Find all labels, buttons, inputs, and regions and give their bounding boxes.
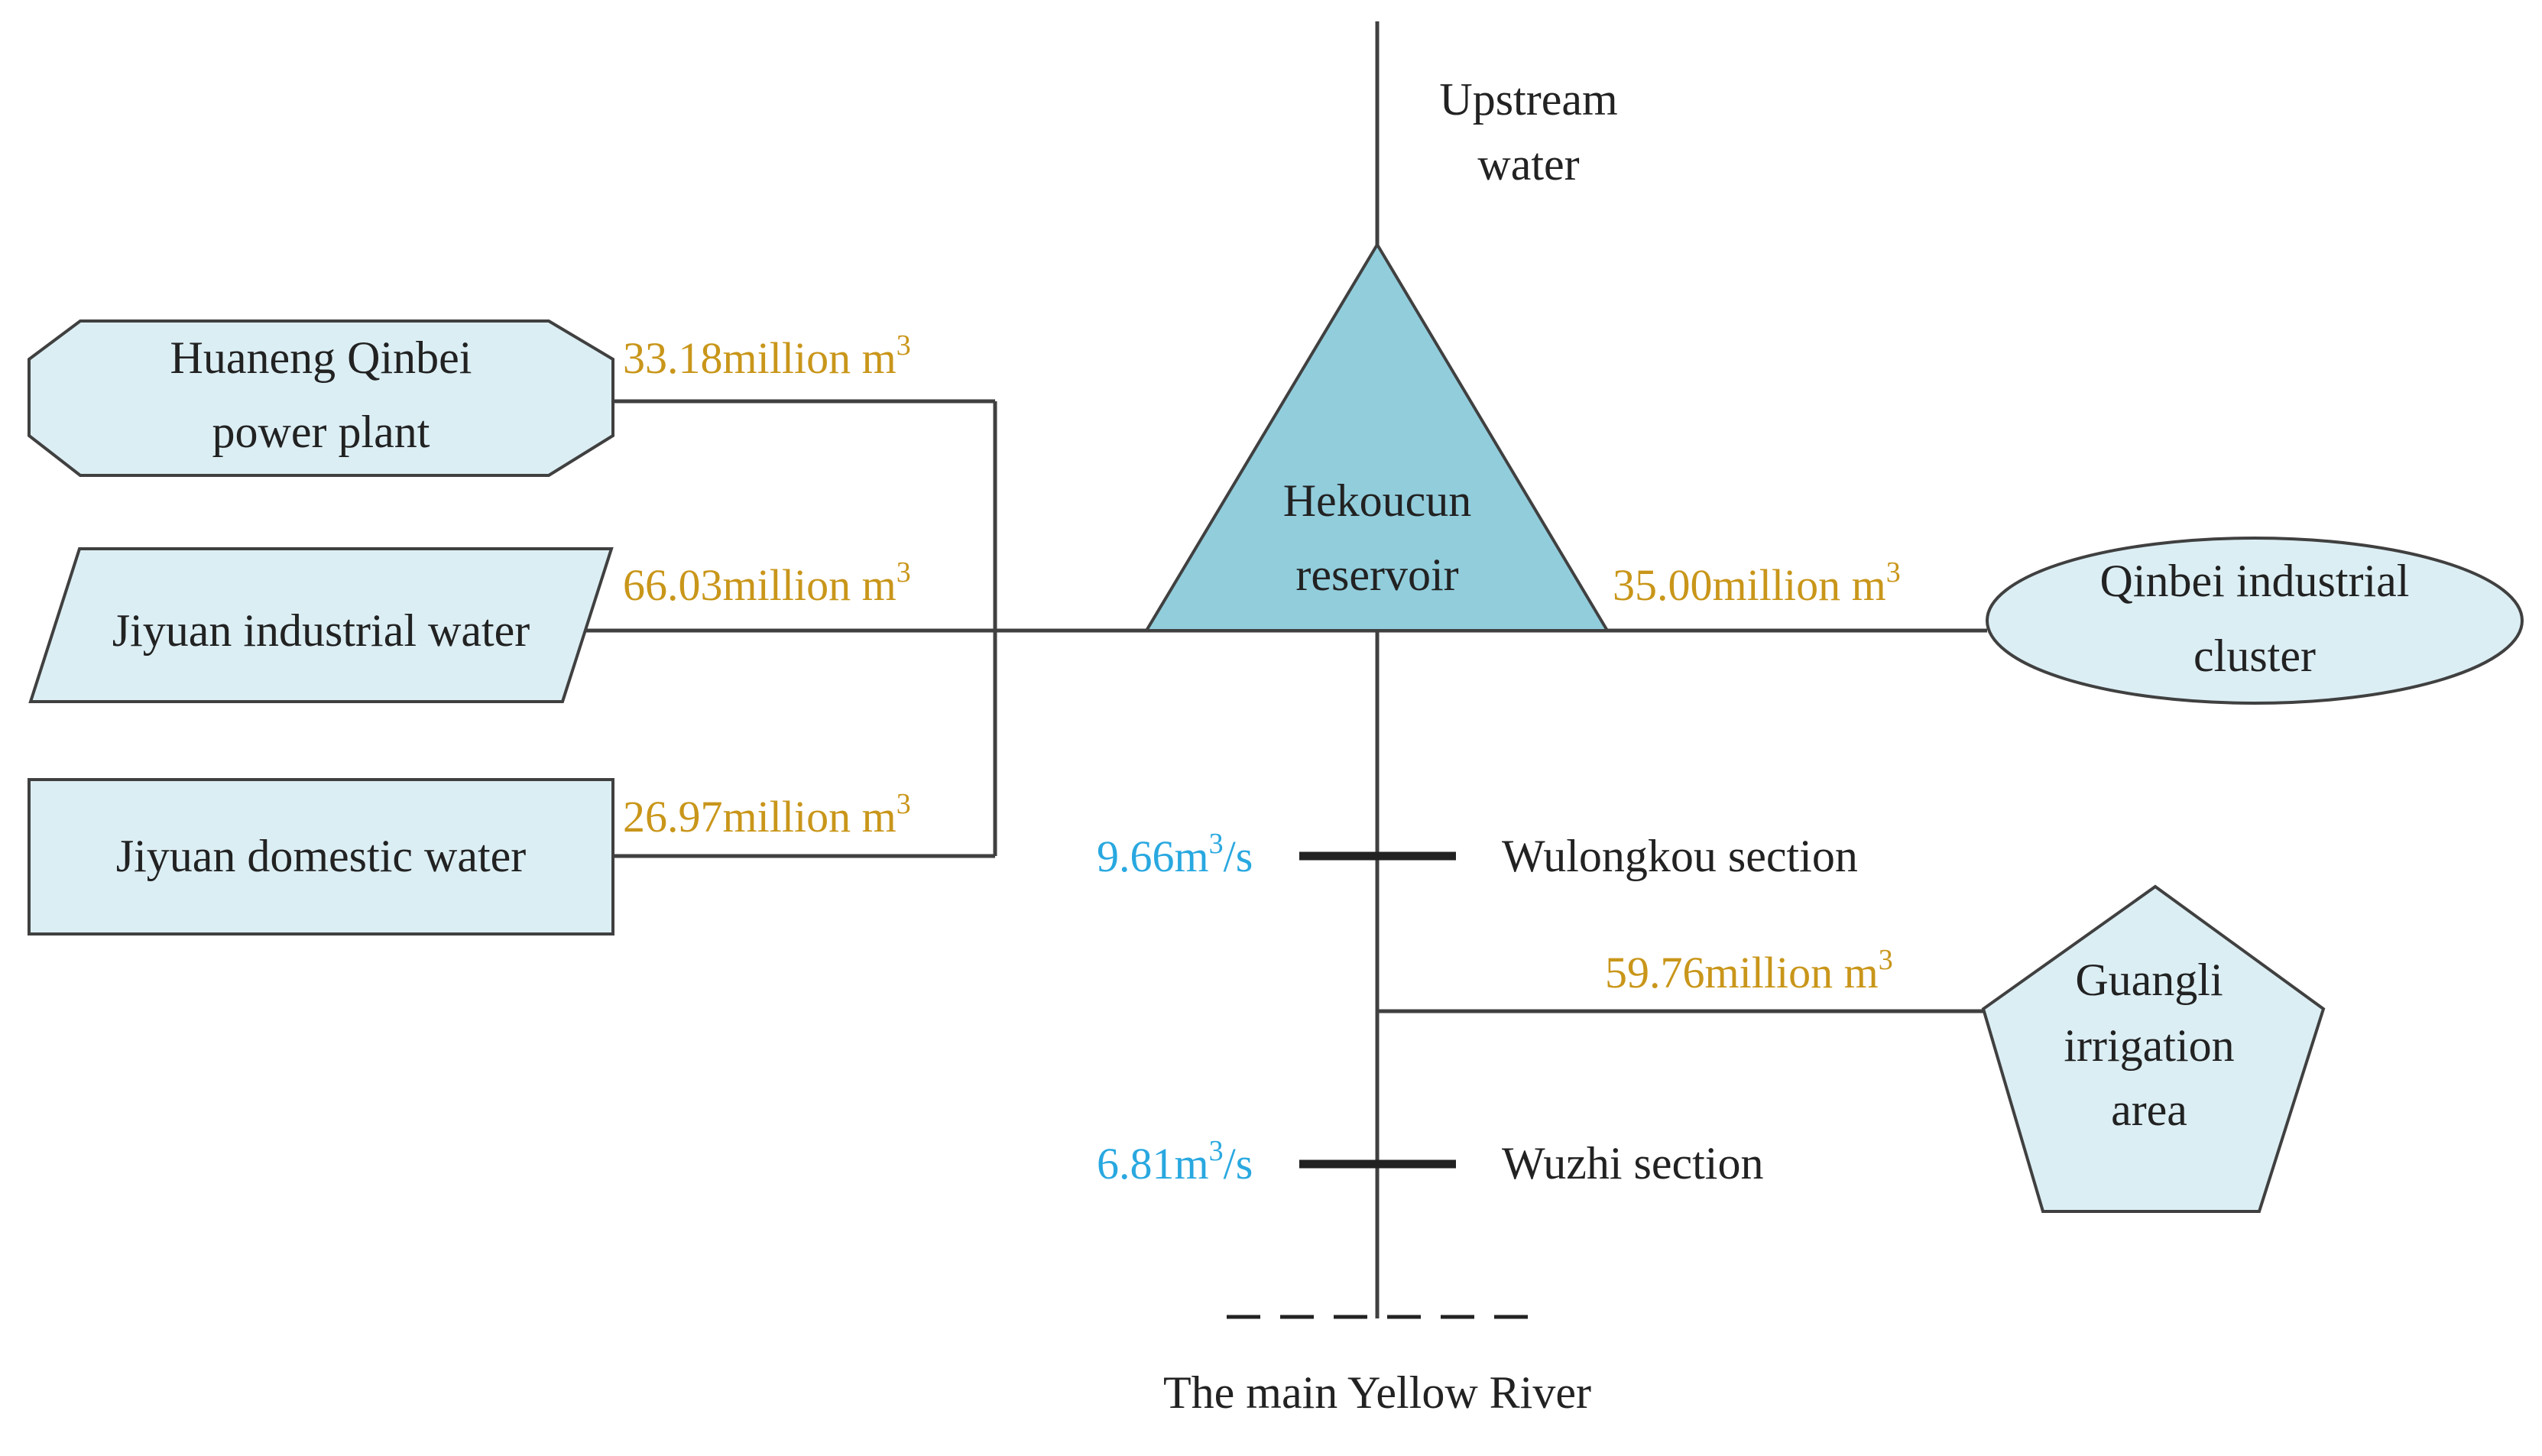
connector-lines	[585, 21, 1987, 1318]
yellow-river-label: The main Yellow River	[1163, 1367, 1591, 1418]
huaneng-volume-sup: 3	[897, 329, 911, 362]
wulongkou-discharge-value: 9.66m	[1097, 832, 1209, 881]
reservoir-label-line2: reservoir	[1295, 550, 1458, 600]
jiyuan-industrial-parallelogram	[28, 547, 614, 703]
guangli-volume-label: 59.76million m3	[1605, 944, 1893, 997]
huaneng-octagon	[28, 319, 614, 477]
jiyuan-industrial-label: Jiyuan industrial water	[112, 605, 530, 656]
wulongkou-section-label: Wulongkou section	[1502, 831, 1858, 881]
reservoir-label-line1: Hekoucun	[1283, 475, 1472, 526]
upstream-label-line1: Upstream	[1439, 74, 1617, 125]
wulongkou-discharge-sup: 3	[1209, 828, 1224, 860]
guangli-label-line2: irrigation	[2064, 1020, 2234, 1071]
wuzhi-discharge-sup: 3	[1209, 1135, 1224, 1167]
qinbei-label-line1: Qinbei industrial	[2100, 556, 2410, 606]
reservoir-triangle	[1143, 242, 1610, 632]
jiyuan-industrial-volume-value: 66.03million m	[623, 560, 897, 610]
guangli-volume-value: 59.76million m	[1605, 948, 1879, 997]
jiyuan-domestic-volume-label: 26.97million m3	[623, 788, 911, 841]
wuzhi-discharge-unit: /s	[1224, 1139, 1253, 1188]
huaneng-label-line1: Huaneng Qinbei	[170, 332, 472, 383]
huaneng-volume-label: 33.18million m3	[623, 329, 911, 383]
qinbei-volume-sup: 3	[1886, 556, 1901, 589]
wuzhi-discharge-label: 6.81m3/s	[1097, 1135, 1253, 1188]
guangli-volume-sup: 3	[1879, 944, 1893, 976]
jiyuan-industrial-volume-label: 66.03million m3	[623, 556, 911, 610]
jiyuan-domestic-volume-sup: 3	[897, 788, 911, 820]
upstream-label-line2: water	[1477, 139, 1579, 190]
wuzhi-section-label: Wuzhi section	[1502, 1138, 1763, 1188]
qinbei-volume-value: 35.00million m	[1613, 560, 1886, 610]
guangli-label-line3: area	[2111, 1085, 2187, 1135]
jiyuan-industrial-volume-sup: 3	[897, 556, 911, 589]
qinbei-volume-label: 35.00million m3	[1613, 556, 1901, 610]
qinbei-label-line2: cluster	[2193, 631, 2316, 681]
jiyuan-domestic-rectangle	[28, 778, 614, 936]
guangli-pentagon	[1981, 884, 2326, 1213]
jiyuan-domestic-volume-value: 26.97million m	[623, 792, 897, 841]
wulongkou-discharge-unit: /s	[1224, 832, 1253, 881]
wulongkou-discharge-label: 9.66m3/s	[1097, 828, 1253, 881]
guangli-label-line1: Guangli	[2075, 955, 2223, 1005]
qinbei-ellipse	[1986, 537, 2524, 705]
huaneng-label-line2: power plant	[212, 407, 430, 457]
jiyuan-domestic-label: Jiyuan domestic water	[116, 831, 527, 881]
huaneng-volume-value: 33.18million m	[623, 333, 897, 383]
wuzhi-discharge-value: 6.81m	[1097, 1139, 1209, 1188]
